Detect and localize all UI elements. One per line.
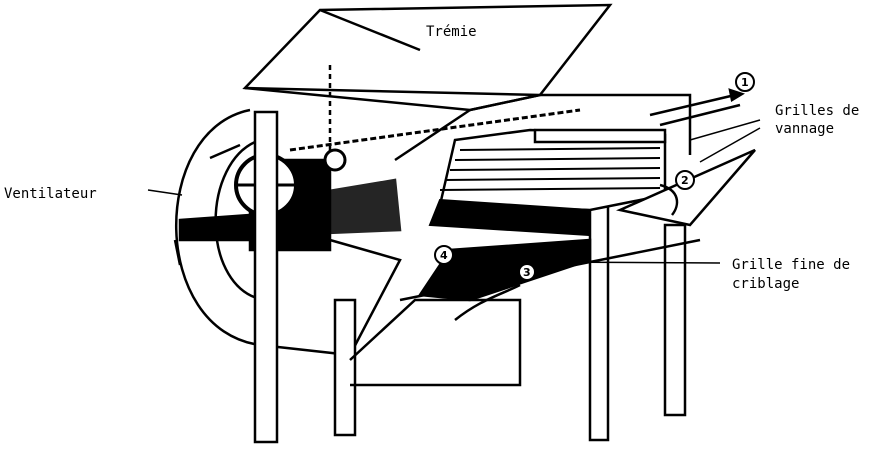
fine-screen xyxy=(399,238,701,302)
hopper-label: Trémie xyxy=(426,24,477,40)
marker-2: 2 xyxy=(681,174,689,187)
leader-lines xyxy=(147,119,761,264)
fan-housing xyxy=(175,108,402,357)
feed-line xyxy=(289,108,581,152)
fan-label: Ventilateur xyxy=(4,186,97,202)
marker-4: 4 xyxy=(440,249,448,262)
marker-3: 3 xyxy=(523,266,531,279)
winnowing-screens-label-1: Grilles de xyxy=(775,103,860,119)
fine-screen-label-2: criblage xyxy=(732,276,800,292)
flow-arrows xyxy=(173,88,745,321)
fine-screen-label-1: Grille fine de xyxy=(732,257,851,273)
winnowing-grids xyxy=(428,147,661,237)
winnowing-screens-label-2: vannage xyxy=(775,121,835,137)
hopper xyxy=(242,3,613,162)
marker-1: 1 xyxy=(741,76,749,89)
marker-circles xyxy=(434,72,755,281)
